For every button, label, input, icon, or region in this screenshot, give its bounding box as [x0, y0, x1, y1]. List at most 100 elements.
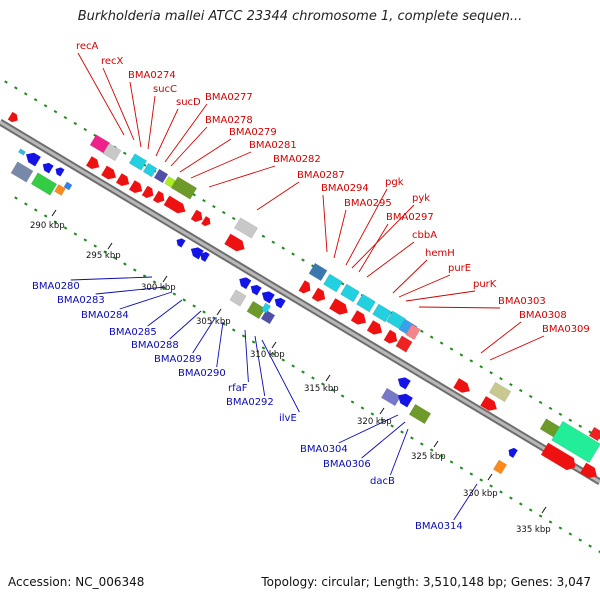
- feature-block: [261, 302, 271, 314]
- gene-label-forward: BMA0297: [386, 212, 434, 223]
- gene-label-reverse: BMA0306: [323, 459, 371, 470]
- gene-label-forward: cbbA: [412, 230, 437, 241]
- gene-label-forward: purE: [448, 263, 471, 274]
- upper-tick: [281, 246, 286, 250]
- lower-tick: [410, 436, 414, 440]
- lower-tick: [489, 484, 493, 488]
- lower-tick: [231, 328, 236, 332]
- callout-line: [119, 291, 173, 310]
- feature-block: [18, 148, 26, 156]
- cds-reverse-arrow: [508, 447, 518, 458]
- upper-tick: [439, 341, 444, 345]
- upper-tick: [538, 400, 543, 405]
- genome-summary: Topology: circular; Length: 3,510,148 bp…: [261, 575, 591, 589]
- cds-forward-arrow: [311, 287, 326, 302]
- feature-block: [588, 426, 600, 442]
- lower-tick: [73, 232, 78, 236]
- scale-label: 330 kbp: [463, 489, 498, 499]
- gene-label-forward: BMA0278: [205, 115, 253, 126]
- scale-tick: [379, 407, 385, 415]
- scale-tick: [271, 341, 277, 349]
- callout-line: [70, 276, 153, 281]
- lower-tick: [459, 466, 464, 470]
- cds-reverse-arrow: [25, 152, 41, 167]
- chromosome-backbone: [0, 118, 600, 486]
- feature-block: [488, 381, 512, 403]
- cds-forward-arrow: [329, 298, 348, 315]
- scale-label: 305 kbp: [196, 317, 231, 327]
- lower-tick: [360, 406, 365, 410]
- lower-tick: [93, 244, 97, 248]
- gene-label-forward: purK: [473, 279, 497, 290]
- lower-tick: [83, 238, 88, 242]
- gene-label-forward: BMA0294: [321, 183, 369, 194]
- upper-tick: [212, 204, 216, 209]
- callout-line: [389, 428, 409, 476]
- upper-tick: [261, 234, 266, 238]
- feature-block: [54, 184, 66, 196]
- scale-tick: [51, 209, 57, 217]
- cds-forward-arrow: [350, 310, 367, 325]
- lower-tick: [469, 472, 474, 476]
- cds-reverse-arrow: [239, 277, 252, 290]
- gene-label-reverse: BMA0289: [154, 354, 202, 365]
- cds-forward-arrow: [366, 320, 383, 335]
- callout-line: [322, 194, 328, 253]
- lower-tick: [370, 412, 375, 416]
- feature-block: [408, 403, 432, 425]
- lower-tick: [14, 196, 18, 200]
- lower-tick: [449, 460, 454, 464]
- callout-line: [392, 259, 428, 294]
- callout-line: [164, 103, 208, 163]
- callout-line: [77, 52, 125, 136]
- lower-tick: [479, 478, 484, 482]
- scale-label: 335 kbp: [516, 525, 551, 535]
- feature-block: [142, 162, 158, 178]
- cds-forward-arrow: [224, 233, 245, 252]
- upper-tick: [33, 98, 38, 102]
- upper-tick: [122, 151, 127, 155]
- lower-tick: [321, 382, 325, 386]
- lower-tick: [182, 298, 187, 302]
- upper-tick: [429, 335, 434, 339]
- upper-tick: [63, 115, 68, 120]
- lower-tick: [568, 532, 573, 536]
- scale-label: 325 kbp: [411, 452, 446, 462]
- upper-tick: [419, 329, 424, 333]
- callout-line: [405, 290, 476, 302]
- feature-block: [170, 176, 198, 200]
- scale-tick: [216, 308, 222, 316]
- callout-line: [95, 286, 166, 295]
- cds-forward-arrow: [86, 156, 100, 170]
- lower-tick: [340, 394, 345, 398]
- gene-label-reverse: BMA0284: [81, 310, 129, 321]
- lower-tick: [598, 550, 600, 554]
- feature-block: [164, 176, 176, 188]
- feature-block: [153, 168, 169, 184]
- upper-tick: [568, 418, 573, 422]
- callout-line: [480, 321, 522, 354]
- lower-tick: [43, 214, 48, 218]
- feature-block: [233, 217, 259, 239]
- callout-line: [489, 335, 545, 361]
- cds-reverse-arrow: [190, 247, 204, 260]
- upper-tick: [509, 382, 513, 387]
- callout-line: [192, 317, 216, 354]
- callout-line: [155, 108, 179, 157]
- cds-forward-arrow: [163, 195, 186, 214]
- cds-forward-arrow: [101, 165, 117, 180]
- feature-block: [405, 323, 421, 341]
- callout-line: [453, 483, 478, 521]
- lower-tick: [509, 496, 513, 500]
- lower-tick: [123, 262, 127, 266]
- cds-reverse-arrow: [397, 393, 413, 408]
- feature-block: [395, 335, 413, 353]
- scale-tick: [433, 440, 439, 448]
- callout-line: [361, 421, 406, 459]
- lower-tick: [281, 358, 286, 362]
- map-title: Burkholderia mallei ATCC 23344 chromosom…: [77, 9, 523, 24]
- callout-line: [190, 151, 252, 179]
- upper-tick: [489, 371, 493, 375]
